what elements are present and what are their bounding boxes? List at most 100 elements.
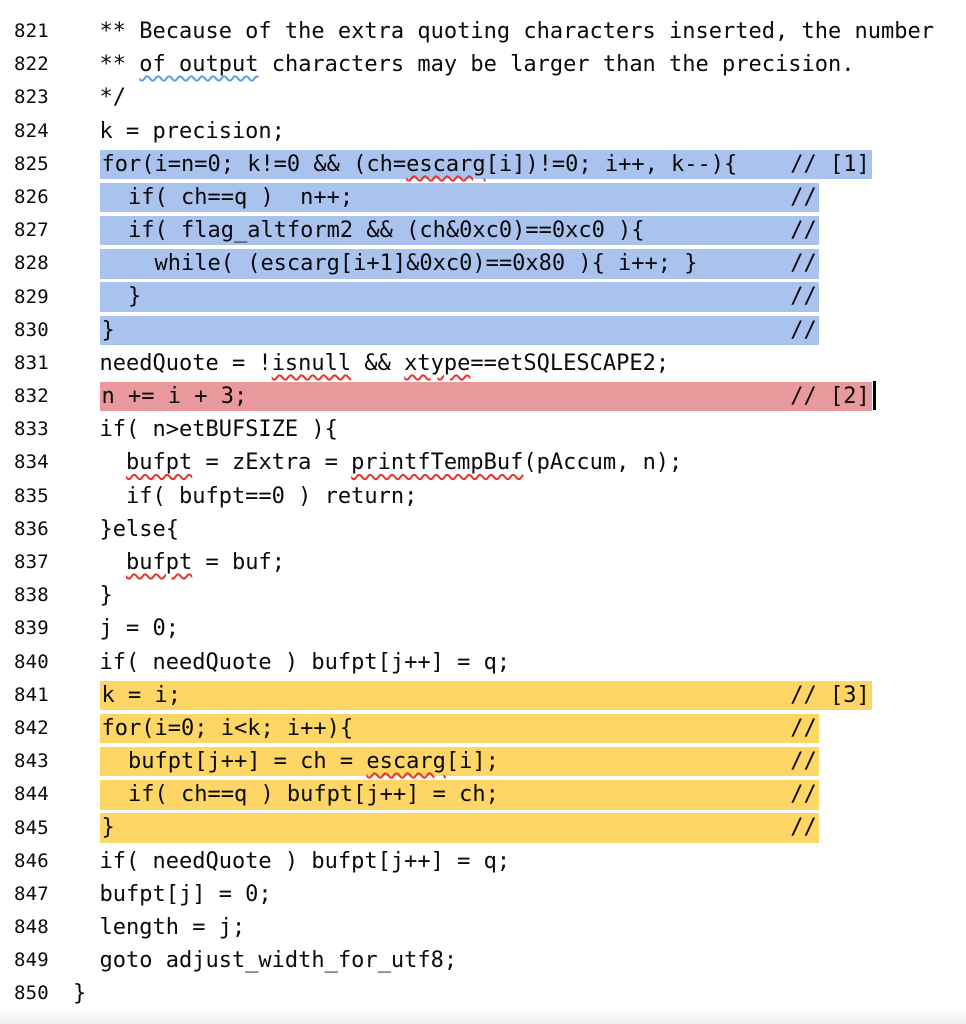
highlight-yellow: k = i; // [3] [99, 680, 872, 710]
code-line[interactable]: 836 }else{ [0, 513, 966, 546]
code-text: for(i=n=0; k!=0 && (ch=escarg[i])!=0; i+… [73, 148, 872, 181]
line-number: 842 [14, 716, 49, 739]
line-number: 844 [14, 783, 49, 806]
line-number: 834 [14, 451, 49, 474]
code-line[interactable]: 838 } [0, 579, 966, 612]
code-line[interactable]: 834 bufpt = zExtra = printfTempBuf(pAccu… [0, 446, 966, 479]
line-number: 825 [14, 152, 49, 175]
code-line[interactable]: 823 */ [0, 81, 966, 114]
line-number: 822 [14, 53, 49, 76]
highlight-blue: if( ch==q ) n++; // [99, 182, 819, 213]
highlight-blue: if( flag_altform2 && (ch&0xc0)==0xc0 ){ … [99, 215, 819, 246]
code-line[interactable]: 839 j = 0; [0, 612, 966, 645]
code-text: if( bufpt==0 ) return; [73, 483, 418, 509]
code-line[interactable]: 824 k = precision; [0, 115, 966, 148]
code-text: } // [73, 281, 819, 314]
code-text: n += i + 3; // [2] [73, 380, 876, 413]
misspelled-word: bufpt [125, 450, 193, 476]
code-text: k = i; // [3] [73, 679, 872, 712]
code-text: while( (escarg[i+1]&0xc0)==0x80 ){ i++; … [73, 247, 819, 280]
code-text: if( flag_altform2 && (ch&0xc0)==0xc0 ){ … [73, 214, 819, 247]
code-text: ** Because of the extra quoting characte… [73, 19, 934, 44]
line-number: 840 [14, 650, 49, 673]
line-number: 830 [14, 318, 49, 341]
code-line[interactable]: 841 k = i; // [3] [0, 679, 966, 712]
code-line[interactable]: 840 if( needQuote ) bufpt[j++] = q; [0, 646, 966, 679]
code-text: length = j; [73, 915, 246, 941]
code-text: if( needQuote ) bufpt[j++] = q; [73, 649, 511, 675]
code-text: } // [73, 314, 819, 347]
line-number: 843 [14, 750, 49, 773]
line-number: 848 [14, 916, 49, 939]
line-number: 838 [14, 584, 49, 607]
code-text: }else{ [73, 516, 179, 542]
code-text: */ [73, 85, 126, 111]
code-line[interactable]: 833 if( n>etBUFSIZE ){ [0, 413, 966, 446]
misspelled-word: printfTempBuf [351, 450, 524, 476]
highlight-blue: } // [99, 315, 819, 345]
code-text: } [73, 981, 87, 1007]
code-line[interactable]: 828 while( (escarg[i+1]&0xc0)==0x80 ){ i… [0, 247, 966, 280]
code-line[interactable]: 842 for(i=0; i<k; i++){ // [0, 712, 966, 745]
code-text: if( n>etBUFSIZE ){ [73, 417, 338, 443]
code-line[interactable]: 846 if( needQuote ) bufpt[j++] = q; [0, 845, 966, 878]
highlight-blue: for(i=n=0; k!=0 && (ch=escarg[i])!=0; i+… [99, 149, 872, 179]
code-line[interactable]: 848 length = j; [0, 911, 966, 944]
code-text: if( needQuote ) bufpt[j++] = q; [73, 848, 511, 874]
line-number: 832 [14, 385, 49, 408]
code-line[interactable]: 837 bufpt = buf; [0, 546, 966, 579]
code-line[interactable]: 821 ** Because of the extra quoting char… [0, 15, 966, 48]
code-line[interactable]: 849 goto adjust_width_for_utf8; [0, 944, 966, 977]
code-line[interactable]: 845 } // [0, 812, 966, 845]
highlight-yellow: if( ch==q ) bufpt[j++] = ch; // [99, 780, 819, 810]
line-number: 849 [14, 949, 49, 972]
line-number: 829 [14, 285, 49, 308]
line-number: 845 [14, 816, 49, 839]
highlight-blue: } // [99, 282, 819, 312]
line-number: 823 [14, 86, 49, 109]
misspelled-word: escarg [406, 151, 486, 177]
code-line[interactable]: 847 bufpt[j] = 0; [0, 878, 966, 911]
code-line[interactable]: 826 if( ch==q ) n++; // [0, 181, 966, 214]
code-line[interactable]: 830 } // [0, 314, 966, 347]
line-number: 841 [14, 683, 49, 706]
code-text: bufpt = buf; [125, 550, 285, 575]
code-line[interactable]: 835 if( bufpt==0 ) return; [0, 480, 966, 513]
highlight-blue: while( (escarg[i+1]&0xc0)==0x80 ){ i++; … [99, 249, 819, 279]
misspelled-word: isnull [271, 350, 352, 376]
line-number: 827 [14, 219, 49, 242]
code-text: bufpt = zExtra = printfTempBuf(pAccum, n… [125, 450, 683, 476]
line-number: 831 [14, 351, 49, 374]
code-line[interactable]: 822 ** of output characters may be large… [0, 48, 966, 81]
highlight-yellow: for(i=0; i<k; i++){ // [99, 713, 819, 744]
line-number: 837 [14, 551, 49, 573]
line-number: 850 [14, 982, 49, 1005]
code-text: goto adjust_width_for_utf8; [73, 948, 458, 974]
code-text: if( ch==q ) bufpt[j++] = ch; // [73, 778, 819, 811]
highlight-yellow: bufpt[j++] = ch = escarg[i]; // [99, 746, 819, 777]
misspelled-word: bufpt [125, 550, 193, 575]
code-line[interactable]: 832 n += i + 3; // [2] [0, 380, 966, 413]
code-text: ** of output characters may be larger th… [73, 52, 855, 78]
line-number: 824 [14, 119, 49, 142]
misspelled-word: xtype [404, 350, 471, 376]
code-line[interactable]: 829 } // [0, 281, 966, 314]
window-bottom-edge [0, 1008, 966, 1024]
line-number: 836 [14, 517, 49, 540]
line-number: 835 [14, 484, 49, 507]
code-line[interactable]: 827 if( flag_altform2 && (ch&0xc0)==0xc0… [0, 214, 966, 247]
code-text: needQuote = !isnull && xtype==etSQLESCAP… [73, 350, 670, 376]
code-line[interactable]: 831 needQuote = !isnull && xtype==etSQLE… [0, 347, 966, 380]
code-line[interactable]: 843 bufpt[j++] = ch = escarg[i]; // [0, 745, 966, 778]
code-text: j = 0; [73, 616, 179, 642]
misspelled-word: of output [139, 52, 259, 78]
code-text: bufpt[j] = 0; [73, 881, 272, 907]
code-line[interactable]: 825 for(i=n=0; k!=0 && (ch=escarg[i])!=0… [0, 148, 966, 181]
code-line[interactable]: 844 if( ch==q ) bufpt[j++] = ch; // [0, 778, 966, 811]
code-line[interactable]: 850} [0, 977, 966, 1010]
line-number: 828 [14, 252, 49, 275]
line-number: 846 [14, 849, 49, 872]
code-text: } [73, 583, 113, 609]
line-number: 839 [14, 617, 49, 640]
misspelled-word: escarg [366, 749, 446, 775]
